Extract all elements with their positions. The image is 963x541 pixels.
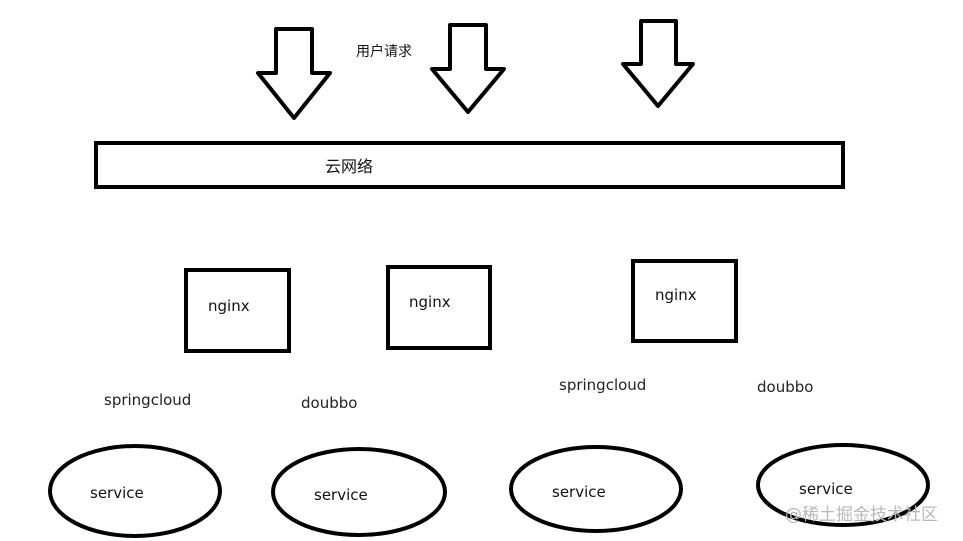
nginx-label-1: nginx [208,297,250,315]
request-arrows [256,19,695,120]
nginx-box-2 [386,265,492,350]
request-arrow-2 [430,23,506,114]
service-node-1 [48,444,222,538]
protocol-label-2: doubbo [301,394,357,412]
nginx-layer: nginx nginx nginx [184,259,738,353]
service-node-2 [271,447,447,537]
nginx-box-1 [184,268,291,353]
service-node-4 [756,443,930,527]
protocol-label-1: springcloud [104,391,191,409]
service-label-2: service [314,486,368,504]
protocol-label-4: doubbo [757,378,813,396]
nginx-box-3 [631,259,738,343]
request-arrow-3 [621,19,695,108]
service-label-4: service [799,480,853,498]
service-layer: service service service service [48,443,930,538]
protocol-labels: springcloud doubbo springcloud doubbo [104,376,813,412]
cloud-network-label: 云网络 [325,157,373,176]
nginx-label-2: nginx [409,293,451,311]
request-arrow-1 [256,27,332,120]
protocol-label-3: springcloud [559,376,646,394]
watermark-text: @稀土掘金技术社区 [785,505,938,525]
service-label-3: service [552,483,606,501]
nginx-label-3: nginx [655,286,697,304]
service-label-1: service [90,484,144,502]
request-label: 用户请求 [356,43,412,60]
cloud-network-bar [94,141,845,189]
service-node-3 [509,445,683,533]
